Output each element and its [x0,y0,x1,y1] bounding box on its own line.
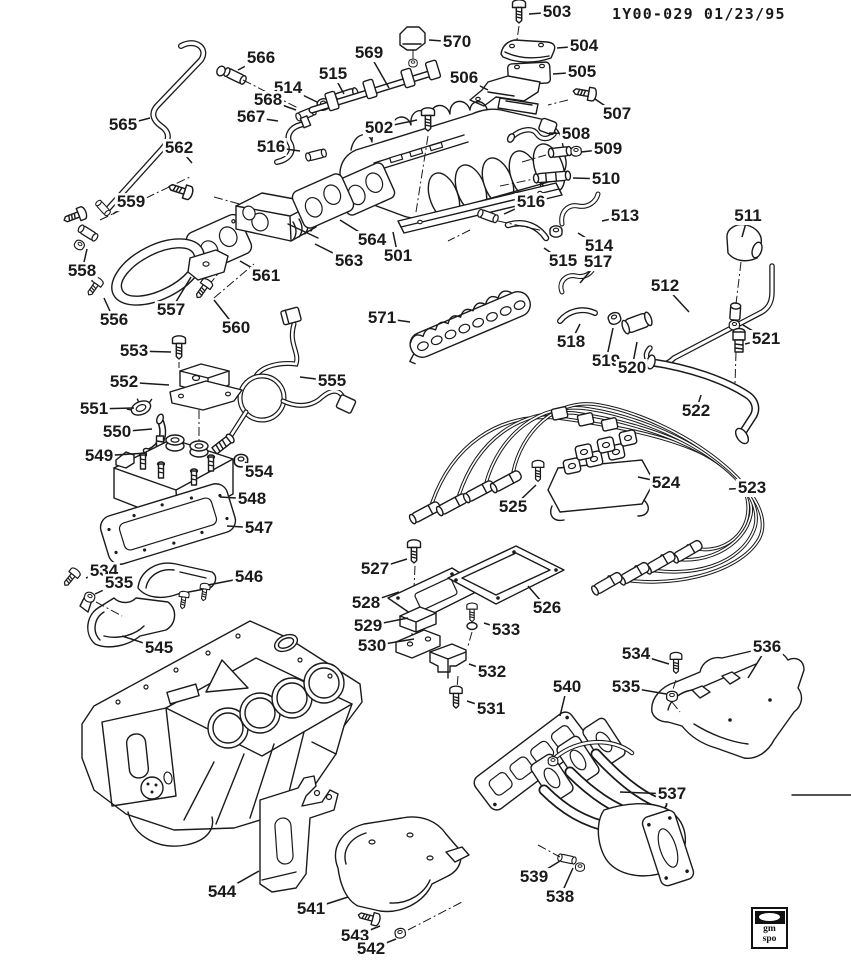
callout-511: 511 [732,206,764,226]
callout-502: 502 [362,118,396,138]
callout-515: 515 [316,64,350,84]
callout-568: 568 [251,90,285,110]
callout-536: 536 [750,637,784,657]
callout-503: 503 [540,2,574,22]
callout-552: 552 [107,372,141,392]
callout-561: 561 [249,266,283,286]
callout-540: 540 [550,677,584,697]
callout-569: 569 [352,43,386,63]
callout-539: 539 [517,867,551,887]
callout-512: 512 [648,276,682,296]
callout-519: 519 [589,351,623,371]
egr-shield-assembly [61,176,255,306]
drawing-number: 1Y00-029 [612,5,694,23]
heat-shield-545-546 [60,562,217,648]
callout-535: 535 [609,677,643,697]
logo-line1: gm [763,924,776,934]
callout-571: 571 [365,308,399,328]
callout-516: 516 [254,137,288,157]
callout-556: 556 [97,310,131,330]
callout-509: 509 [591,139,625,159]
callout-501: 501 [381,246,415,266]
logo-oval-band [754,910,785,924]
callout-514: 514 [582,236,616,256]
callout-548: 548 [235,489,269,509]
gm-spo-logo: gm spo [751,907,788,949]
callout-522: 522 [679,401,713,421]
callout-563: 563 [332,251,366,271]
callout-559: 559 [114,192,148,212]
callout-515: 515 [546,251,580,271]
vacuum-hose-cluster [447,117,772,445]
callout-518: 518 [554,332,588,352]
lower-intake-manifold [99,434,237,565]
callout-533: 533 [489,620,523,640]
callout-505: 505 [565,62,599,82]
callout-516: 516 [514,192,548,212]
callout-517: 517 [581,252,615,272]
tube-loop-555 [211,306,357,455]
callout-534: 534 [619,644,653,664]
callout-506: 506 [447,68,481,88]
fuel-pipes-and-fittings [94,26,442,218]
callout-551: 551 [77,399,111,419]
callout-510: 510 [589,169,623,189]
callout-565: 565 [106,115,140,135]
callout-566: 566 [244,48,278,68]
callout-532: 532 [475,662,509,682]
callout-553: 553 [117,341,151,361]
callout-546: 546 [232,567,266,587]
spark-plug-wires [407,402,765,597]
callout-521: 521 [749,329,783,349]
callout-525: 525 [496,497,530,517]
callout-549: 549 [82,446,116,466]
callout-538: 538 [543,887,577,907]
callout-507: 507 [600,104,634,124]
callout-570: 570 [440,32,474,52]
callout-558: 558 [65,261,99,281]
callout-560: 560 [219,318,253,338]
callout-504: 504 [567,36,601,56]
heat-shield-536 [651,647,805,759]
ignition-coil-pack [531,428,655,522]
callout-547: 547 [242,518,276,538]
callout-541: 541 [294,899,328,919]
gasket-strip-571 [409,290,531,365]
callout-562: 562 [162,138,196,158]
logo-line2: spo [762,933,777,944]
callout-537: 537 [655,784,689,804]
mounting-bracket-stack [469,0,598,115]
ignition-module-stack [387,539,565,709]
callout-542: 542 [354,939,388,959]
logo-oval [759,913,780,921]
callout-527: 527 [358,559,392,579]
callout-529: 529 [351,616,385,636]
drawing-header: 1Y00-029 01/23/95 [612,5,786,23]
bracket-544 [259,775,339,893]
callout-530: 530 [355,636,389,656]
callout-550: 550 [100,422,134,442]
callout-523: 523 [735,478,769,498]
callout-520: 520 [615,358,649,378]
callout-528: 528 [349,593,383,613]
callout-555: 555 [315,371,349,391]
callout-531: 531 [474,699,508,719]
callout-567: 567 [234,107,268,127]
callout-524: 524 [649,473,683,493]
callout-544: 544 [205,882,239,902]
callout-535: 535 [102,573,136,593]
callout-564: 564 [355,230,389,250]
heat-shield-541 [334,816,470,940]
callout-526: 526 [530,598,564,618]
callout-545: 545 [142,638,176,658]
callout-513: 513 [608,206,642,226]
callout-508: 508 [559,124,593,144]
drawing-date: 01/23/95 [703,5,786,23]
callout-557: 557 [154,300,188,320]
exhaust-manifold-537 [530,717,695,887]
callout-554: 554 [242,462,276,482]
